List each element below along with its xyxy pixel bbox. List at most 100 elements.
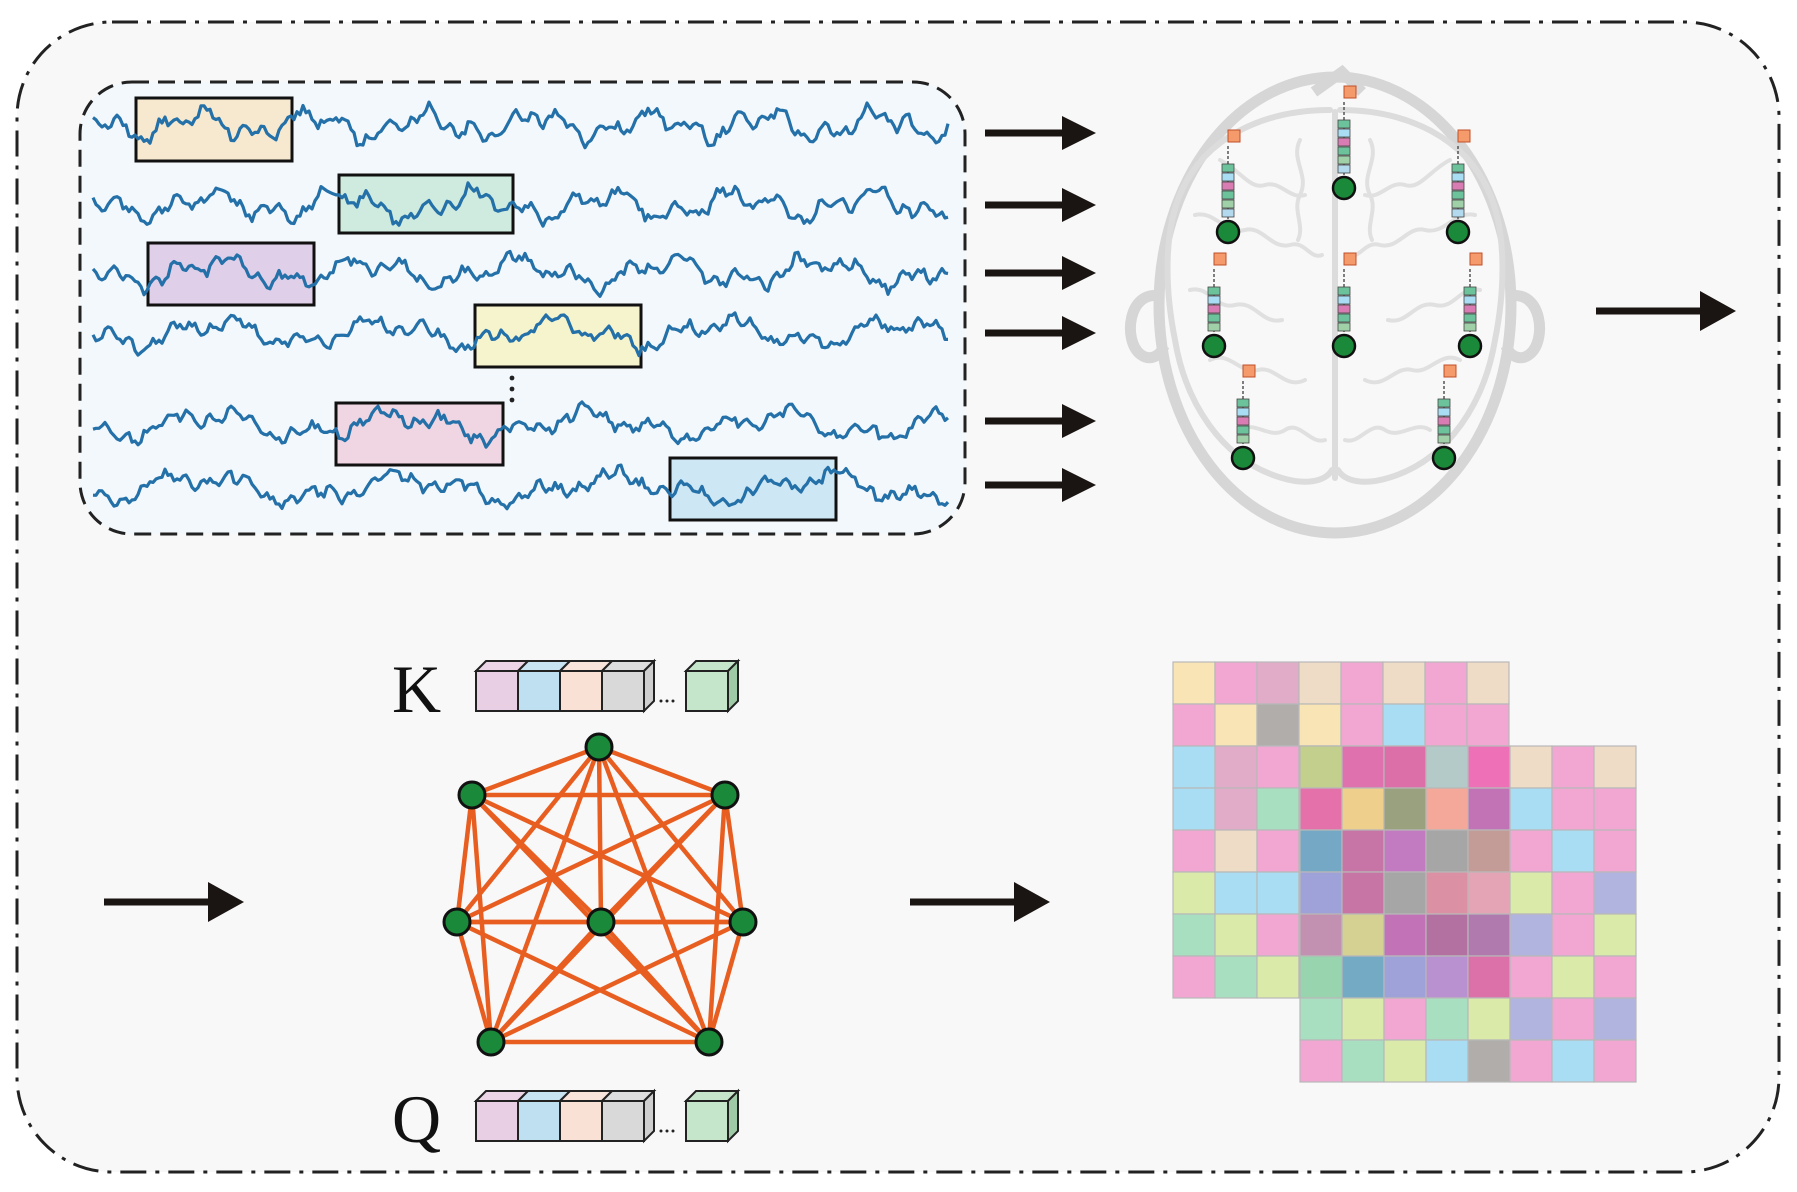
- token-side-face: [643, 1088, 655, 1144]
- token-cell: [1337, 313, 1351, 323]
- embedding-cube: [1213, 252, 1227, 266]
- matrix-cell: [1341, 829, 1385, 873]
- graph-node: [584, 732, 614, 762]
- graph-edge: [471, 744, 600, 798]
- matrix-cell: [1298, 661, 1342, 705]
- matrix-cell: [1172, 913, 1216, 957]
- token-cell: [1337, 155, 1351, 165]
- query-label: Q: [392, 1081, 441, 1157]
- token-front-face: [475, 1100, 519, 1142]
- token-cell: [1451, 199, 1465, 209]
- ellipsis-dot: [659, 1129, 663, 1133]
- electrode: [1201, 252, 1227, 359]
- token-cell: [1437, 425, 1451, 435]
- graph-node: [728, 907, 758, 937]
- matrix-cell: [1341, 1039, 1385, 1083]
- matrix-cell: [1466, 661, 1510, 705]
- token-cell: [1337, 119, 1351, 129]
- ellipsis-dot: [665, 1129, 669, 1133]
- matrix-cell: [1341, 871, 1385, 915]
- matrix-cell: [1214, 871, 1258, 915]
- token-cell: [1451, 181, 1465, 191]
- token-cell: [1451, 190, 1465, 200]
- token-cell: [1236, 425, 1250, 435]
- token-cell: [1207, 295, 1221, 305]
- matrix-cell: [1256, 703, 1300, 747]
- matrix-cell: [1214, 661, 1258, 705]
- arrow-head: [1062, 256, 1096, 290]
- token-cell: [1207, 286, 1221, 296]
- matrix-cell: [1509, 913, 1553, 957]
- matrix-cell: [1509, 871, 1553, 915]
- matrix-cell: [1172, 871, 1216, 915]
- electrode: [1331, 85, 1357, 201]
- matrix-cell: [1383, 1039, 1427, 1083]
- token-cell: [1337, 128, 1351, 138]
- token-cell: [1437, 398, 1451, 408]
- token-front-face: [475, 670, 519, 712]
- matrix-cell: [1299, 1039, 1343, 1083]
- arrow-head: [1062, 316, 1096, 350]
- matrix-cell: [1383, 955, 1427, 999]
- graph-edge: [598, 744, 726, 798]
- electrode: [1457, 252, 1483, 359]
- embedding-cube: [1469, 252, 1483, 266]
- graph-edge: [596, 746, 604, 923]
- embedding-cube: [1443, 364, 1457, 378]
- token-cell: [1463, 286, 1477, 296]
- graph-edge: [706, 921, 746, 1043]
- token-cell: [1437, 416, 1451, 426]
- matrix-cell: [1340, 661, 1384, 705]
- electrode: [1445, 129, 1471, 245]
- key-token-row: [473, 658, 741, 714]
- graph-node: [586, 907, 616, 937]
- token-cell: [1463, 295, 1477, 305]
- token-side-face: [643, 658, 655, 714]
- arrow-signal-to-head: [985, 468, 1096, 502]
- matrix-cell: [1214, 955, 1258, 999]
- matrix-cell: [1383, 787, 1427, 831]
- matrix-cell: [1383, 745, 1427, 789]
- signal-window: [134, 96, 294, 163]
- matrix-cell: [1509, 829, 1553, 873]
- matrix-cell: [1383, 913, 1427, 957]
- graph-edge: [469, 794, 494, 1043]
- matrix-cell: [1383, 829, 1427, 873]
- token-cell: [1236, 416, 1250, 426]
- arrow-head: [1062, 188, 1096, 222]
- matrix-cell: [1256, 787, 1300, 831]
- token-cell: [1221, 199, 1235, 209]
- graph-node: [442, 907, 472, 937]
- matrix-cell: [1256, 661, 1300, 705]
- matrix-cell: [1425, 913, 1469, 957]
- graph-edge: [456, 919, 710, 1045]
- eeg-trace: [92, 463, 950, 511]
- token-front-face: [601, 1100, 645, 1142]
- brain-outline: [1164, 107, 1506, 485]
- embedding-cube: [1242, 364, 1256, 378]
- arrow-signal-to-head: [985, 316, 1096, 350]
- electrode-node: [1331, 333, 1357, 359]
- head-diagram: [1124, 64, 1546, 539]
- matrix-cell: [1341, 913, 1385, 957]
- embedding-cube: [1343, 85, 1357, 99]
- matrix-cell: [1298, 703, 1342, 747]
- token-cell: [1437, 407, 1451, 417]
- matrix-cell: [1593, 913, 1637, 957]
- matrix-cell: [1299, 829, 1343, 873]
- matrix-cell: [1383, 997, 1427, 1041]
- token-front-face: [517, 670, 561, 712]
- matrix-cell: [1214, 703, 1258, 747]
- matrix-cell: [1467, 1039, 1511, 1083]
- embedding-cube: [1343, 252, 1357, 266]
- graph-edge: [454, 794, 475, 923]
- matrix-cell: [1551, 913, 1595, 957]
- matrix-cell: [1551, 997, 1595, 1041]
- electrode: [1331, 252, 1357, 359]
- matrix-cell: [1509, 1039, 1553, 1083]
- eeg-trace: [91, 249, 949, 298]
- matrix-cell: [1425, 787, 1469, 831]
- embedding-cube: [1457, 129, 1471, 143]
- token-front-face: [601, 670, 645, 712]
- matrix-cell: [1467, 745, 1511, 789]
